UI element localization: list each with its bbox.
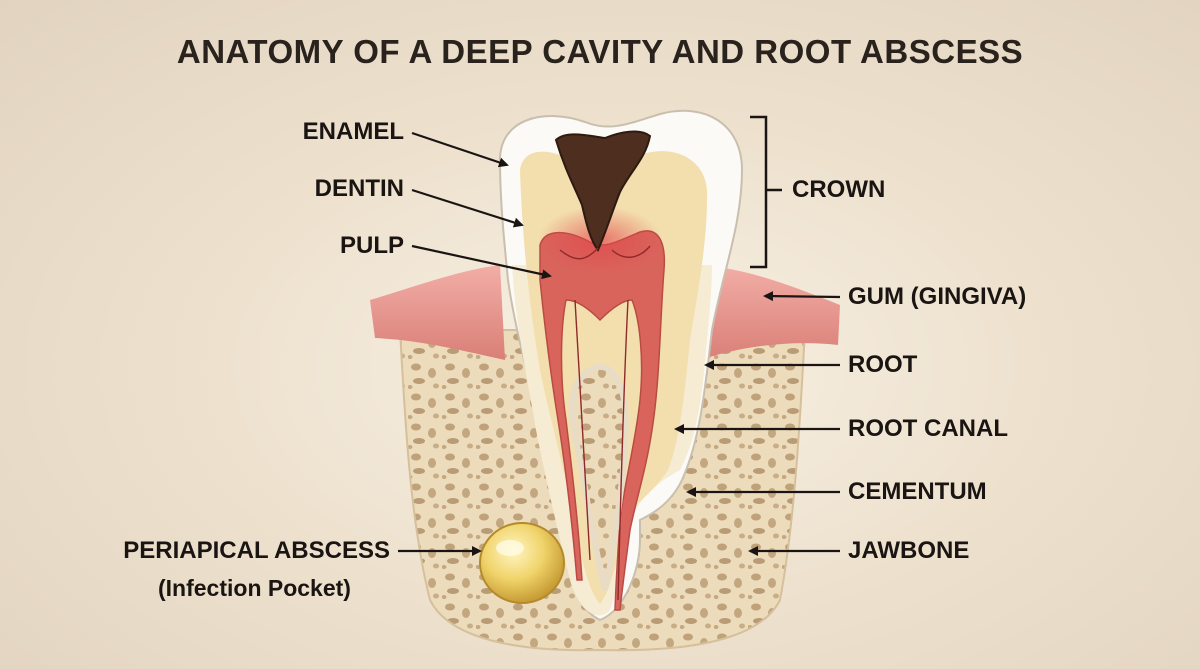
label-gum: GUM (GINGIVA) <box>848 283 1027 310</box>
label-abscess: PERIAPICAL ABSCESS <box>123 537 390 564</box>
label-enamel: ENAMEL <box>302 118 404 145</box>
pulp-chamber <box>539 230 666 611</box>
label-dentin: DENTIN <box>314 175 404 202</box>
decay-cavity <box>554 130 652 252</box>
label-cementum: CEMENTUM <box>848 478 987 505</box>
abscess-highlight <box>496 540 524 556</box>
inter-root-bone <box>568 364 629 591</box>
gum-tissue <box>370 265 505 360</box>
label-abscess-sub: (Infection Pocket) <box>158 575 351 601</box>
label-root: ROOT <box>848 351 918 378</box>
label-jawbone: JAWBONE <box>848 537 970 564</box>
label-crown: CROWN <box>792 176 886 203</box>
page-title: ANATOMY OF A DEEP CAVITY AND ROOT ABSCES… <box>176 33 1024 70</box>
crown-bracket <box>750 115 782 269</box>
abscess-pocket <box>479 522 565 604</box>
gum-tissue-right <box>700 265 840 360</box>
pulp-nerves <box>559 245 651 601</box>
label-pulp: PULP <box>339 232 404 259</box>
leader-arrows <box>398 131 841 556</box>
label-root-canal: ROOT CANAL <box>848 415 1008 442</box>
